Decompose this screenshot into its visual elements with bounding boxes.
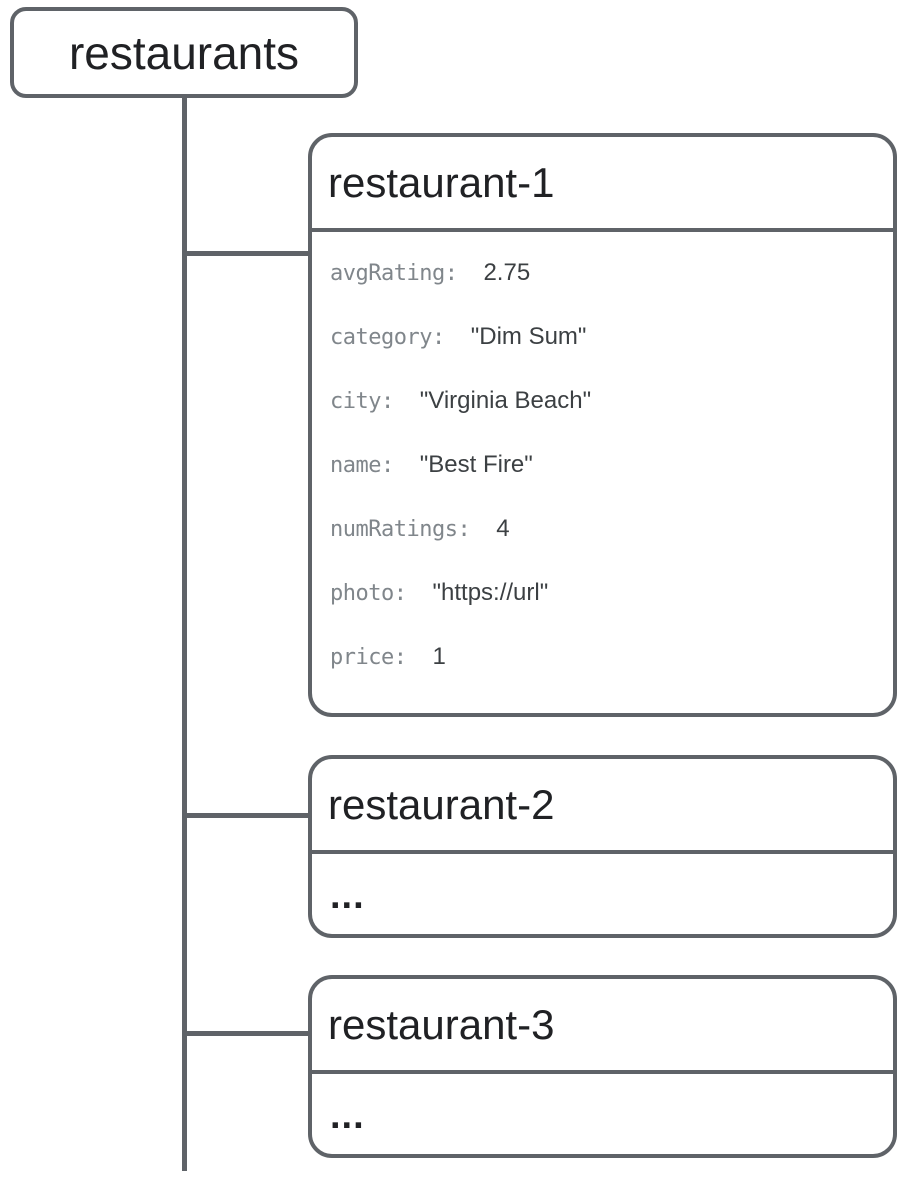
document-card-restaurant-2: restaurant-2 ... xyxy=(308,755,897,938)
document-fields: avgRating: 2.75 category: "Dim Sum" city: "… xyxy=(312,232,893,689)
field-key: category: xyxy=(330,325,445,350)
collapsed-fields-placeholder: ... xyxy=(312,854,893,938)
collapsed-fields-placeholder: ... xyxy=(312,1074,893,1158)
field-row-name: name: "Best Fire" xyxy=(330,433,875,497)
branch-line-restaurant-3 xyxy=(184,1031,308,1036)
field-row-category: category: "Dim Sum" xyxy=(330,305,875,369)
field-key: numRatings: xyxy=(330,517,471,542)
document-title-bar: restaurant-2 xyxy=(312,759,893,854)
document-title: restaurant-3 xyxy=(328,1000,555,1048)
field-row-numratings: numRatings: 4 xyxy=(330,497,875,561)
field-value: "Best Fire" xyxy=(419,451,533,478)
document-card-restaurant-1: restaurant-1 avgRating: 2.75 category: "Di… xyxy=(308,133,897,717)
field-value: 4 xyxy=(496,515,510,542)
field-value: "https://url" xyxy=(432,579,549,606)
field-key: avgRating: xyxy=(330,261,458,286)
field-value: 2.75 xyxy=(483,259,531,286)
field-value: "Virginia Beach" xyxy=(419,387,592,414)
field-key: price: xyxy=(330,645,407,670)
field-key: photo: xyxy=(330,581,407,606)
field-row-city: city: "Virginia Beach" xyxy=(330,369,875,433)
tree-trunk-line xyxy=(182,97,187,1171)
document-title-bar: restaurant-3 xyxy=(312,979,893,1074)
field-row-photo: photo: "https://url" xyxy=(330,561,875,625)
document-title-bar: restaurant-1 xyxy=(312,137,893,232)
document-card-restaurant-3: restaurant-3 ... xyxy=(308,975,897,1158)
document-title: restaurant-1 xyxy=(328,158,555,206)
ellipsis-text: ... xyxy=(330,874,365,917)
branch-line-restaurant-2 xyxy=(184,813,308,818)
branch-line-restaurant-1 xyxy=(184,251,308,256)
field-row-avgrating: avgRating: 2.75 xyxy=(330,241,875,305)
collection-label: restaurants xyxy=(68,26,300,79)
field-key: city: xyxy=(330,389,394,414)
field-value: "Dim Sum" xyxy=(470,323,587,350)
field-row-price: price: 1 xyxy=(330,625,875,689)
field-value: 1 xyxy=(432,643,446,670)
ellipsis-text: ... xyxy=(330,1094,365,1137)
document-title: restaurant-2 xyxy=(328,780,555,828)
collection-node-restaurants: restaurants xyxy=(10,7,358,98)
field-key: name: xyxy=(330,453,394,478)
